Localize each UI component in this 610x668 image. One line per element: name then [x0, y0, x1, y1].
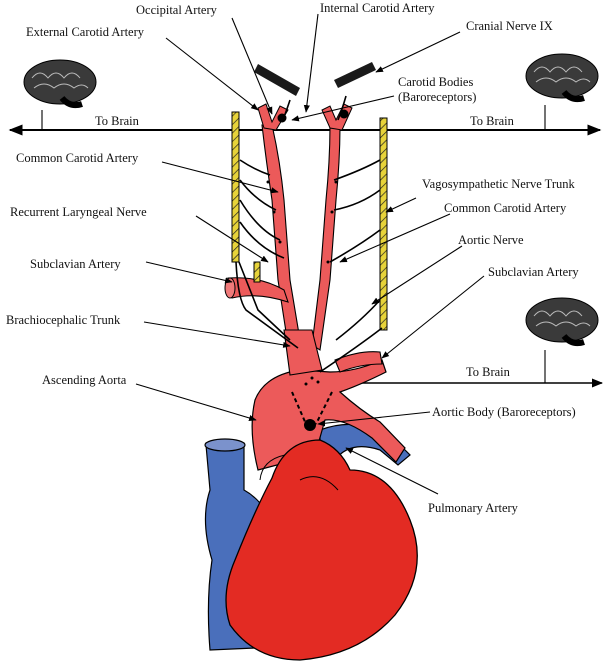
- label-recurrent-laryngeal-nerve: Recurrent Laryngeal Nerve: [10, 205, 147, 219]
- heart: [225, 439, 418, 661]
- label-brachiocephalic-trunk: Brachiocephalic Trunk: [6, 313, 121, 327]
- cranial-nerve-ix-left: [254, 64, 300, 96]
- label-aortic-nerve: Aortic Nerve: [458, 233, 524, 247]
- left-carotid-branches: [257, 103, 289, 131]
- cranial-nerve-ix-right: [334, 62, 376, 88]
- label-aortic-body: Aortic Body (Baroreceptors): [432, 405, 576, 419]
- right-common-carotid: [311, 124, 341, 351]
- label-to-brain-right: To Brain: [470, 114, 515, 128]
- brain-icon-lower-right: [525, 297, 599, 347]
- brain-icon-left: [23, 59, 97, 109]
- carotid-body-left: [277, 113, 287, 123]
- aortic-body: [304, 419, 316, 431]
- label-vagosympathetic-trunk: Vagosympathetic Nerve Trunk: [422, 177, 576, 191]
- label-subclavian-right: Subclavian Artery: [488, 265, 579, 279]
- nerve-endings: [266, 180, 338, 386]
- vagosympathetic-trunk-left: [231, 111, 240, 263]
- label-common-carotid-left: Common Carotid Artery: [16, 151, 139, 165]
- label-to-brain-lower: To Brain: [466, 365, 511, 379]
- leader-lines: [135, 13, 485, 495]
- label-common-carotid-right: Common Carotid Artery: [444, 201, 567, 215]
- label-external-carotid-artery: External Carotid Artery: [26, 25, 145, 39]
- right-subclavian-artery: [334, 351, 383, 373]
- left-subclavian-artery: [227, 277, 289, 303]
- label-carotid-bodies: Carotid Bodies: [398, 75, 473, 89]
- vagosympathetic-trunk-right: [379, 117, 388, 331]
- label-baroreceptors-carotid: (Baroreceptors): [398, 90, 476, 104]
- label-cranial-nerve-ix: Cranial Nerve IX: [466, 19, 553, 33]
- brain-icon-top-right: [525, 53, 599, 103]
- label-ascending-aorta: Ascending Aorta: [42, 373, 127, 387]
- label-subclavian-left: Subclavian Artery: [30, 257, 121, 271]
- aortic-nerve-dashed: [291, 391, 307, 425]
- label-internal-carotid-artery: Internal Carotid Artery: [320, 1, 435, 15]
- aortic-nerve-dashed-2: [315, 391, 333, 425]
- carotid-body-right: [339, 109, 349, 119]
- label-to-brain-left: To Brain: [95, 114, 140, 128]
- left-common-carotid: [261, 124, 301, 346]
- label-pulmonary-artery: Pulmonary Artery: [428, 501, 519, 515]
- right-carotid-branches: [321, 103, 353, 131]
- nerve-fibres: [235, 95, 383, 373]
- recurrent-laryngeal-sheath: [253, 261, 261, 283]
- label-occipital-artery: Occipital Artery: [136, 3, 218, 17]
